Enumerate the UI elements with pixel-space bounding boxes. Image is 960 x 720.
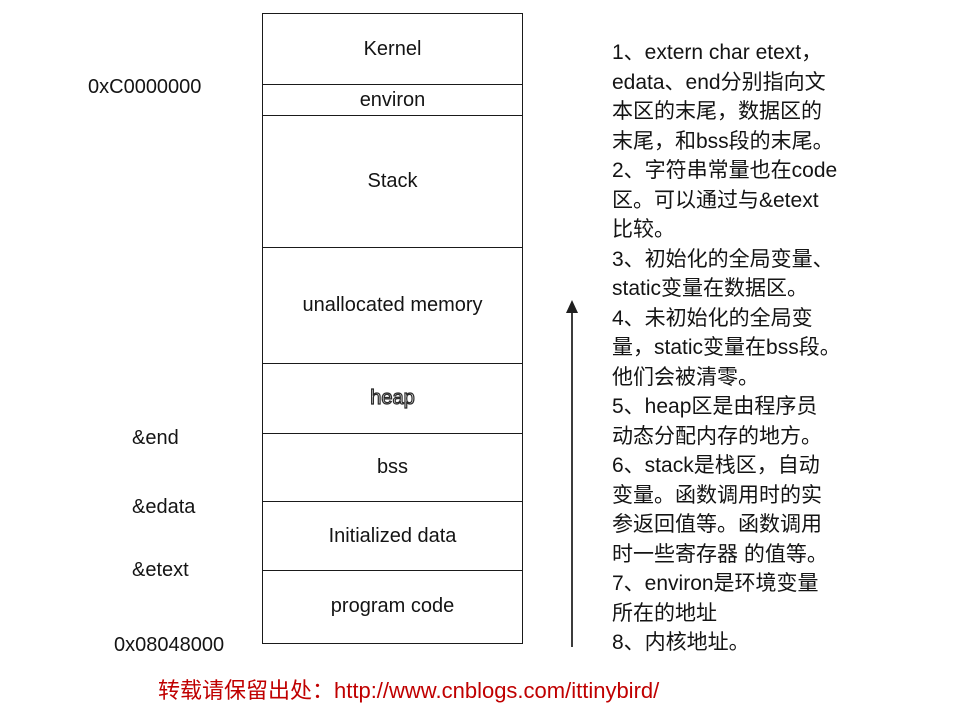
segment-bss: bss <box>263 434 522 502</box>
note-line: 本区的末尾，数据区的 <box>612 100 822 123</box>
note-line: 4、未初始化的全局变 <box>612 306 813 330</box>
note-line: 8、内核地址。 <box>612 631 750 654</box>
note-line: 所在的地址 <box>612 601 717 625</box>
segment-label: bss <box>376 456 409 478</box>
note-line: 末尾，和bss段的末尾。 <box>612 129 834 153</box>
segment-label: environ <box>359 88 426 111</box>
segment-label: heap <box>370 386 416 409</box>
address-label-end: &end <box>132 427 179 449</box>
segment-heap: heap <box>263 364 522 434</box>
source-watermark: 转载请保留出处：http://www.cnblogs.com/ittinybir… <box>158 678 660 703</box>
segment-initialized-data: Initialized data <box>263 502 522 571</box>
memory-layout-diagram: Kernel environ Stack unallocated memory … <box>262 13 523 644</box>
note-line: 时一些寄存器 的值等。 <box>612 542 828 566</box>
segment-label: Stack <box>367 170 418 192</box>
segment-environ: environ <box>263 85 522 116</box>
segment-stack: Stack <box>263 116 522 248</box>
segment-unallocated-memory: unallocated memory <box>263 248 522 364</box>
segment-program-code: program code <box>263 571 522 642</box>
note-line: 量，static变量在bss段。 <box>612 336 841 359</box>
note-line: edata、end分别指向文 <box>612 70 826 94</box>
note-line: 5、heap区是由程序员 <box>612 395 818 418</box>
note-line: 比较。 <box>612 218 675 241</box>
segment-label: Kernel <box>363 37 422 60</box>
segment-label: unallocated memory <box>302 294 483 316</box>
note-line: 3、初始化的全局变量、 <box>612 247 834 271</box>
note-line: 参返回值等。函数调用 <box>612 513 822 536</box>
note-line: 1、extern char etext， <box>612 41 823 64</box>
note-line: 变量。函数调用时的实 <box>612 483 822 507</box>
address-label-kernel-base: 0xC0000000 <box>88 76 202 98</box>
up-arrow <box>566 300 578 647</box>
note-line: 2、字符串常量也在code <box>612 159 838 182</box>
note-line: 动态分配内存的地方。 <box>612 424 822 448</box>
arrow-shaft <box>571 313 573 647</box>
address-label-edata: &edata <box>132 496 196 518</box>
note-line: 7、environ是环境变量 <box>612 572 819 595</box>
address-label-etext: &etext <box>132 559 189 581</box>
address-label-code-base: 0x08048000 <box>114 634 225 656</box>
segment-label: Initialized data <box>328 524 457 547</box>
notes-block: 1、extern char etext， edata、end分别指向文 本区的末… <box>612 38 957 658</box>
note-line: static变量在数据区。 <box>612 277 809 300</box>
segment-kernel: Kernel <box>263 14 522 85</box>
note-line: 他们会被清零。 <box>612 365 759 389</box>
segment-label: program code <box>330 595 455 617</box>
note-line: 区。可以通过与&etext <box>612 188 819 212</box>
note-line: 6、stack是栈区，自动 <box>612 454 820 477</box>
arrow-head-icon <box>566 300 578 313</box>
